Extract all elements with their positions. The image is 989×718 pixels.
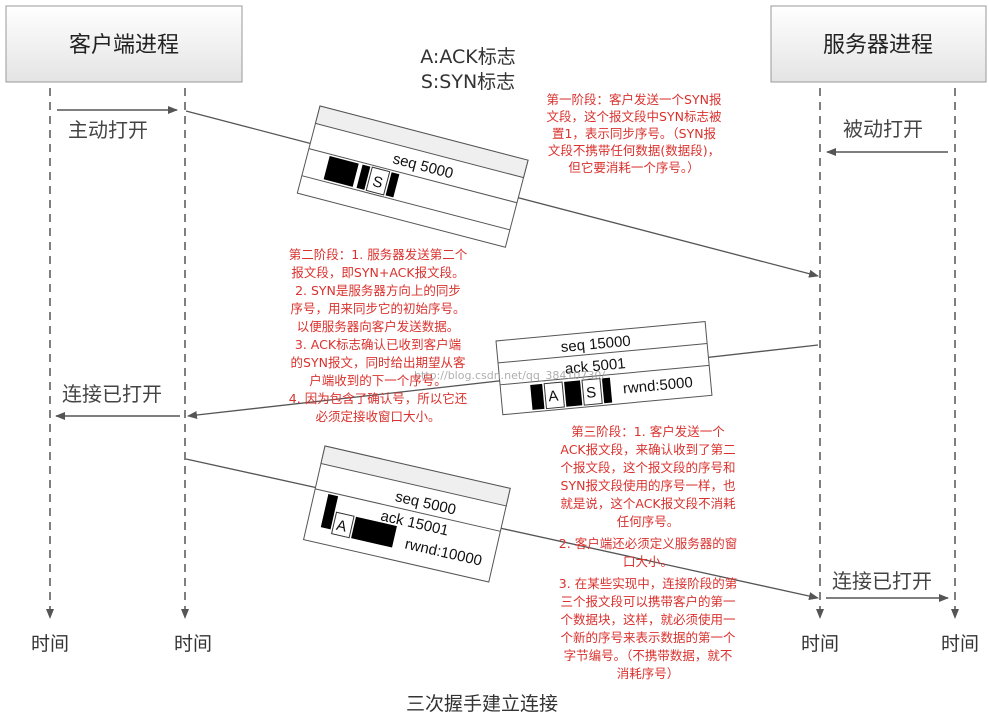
ack-flag-a: A: [335, 517, 349, 536]
svg-text:序号，用来同步它的初始序号。: 序号，用来同步它的初始序号。: [290, 301, 465, 316]
svg-text:消耗序号）: 消耗序号）: [617, 666, 680, 681]
client-process-label: 客户端进程: [69, 33, 179, 58]
svg-text:任何序号。: 任何序号。: [617, 514, 680, 529]
svg-text:第三阶段：1. 客户发送一个: 第三阶段：1. 客户发送一个: [571, 424, 725, 439]
svg-text:SYN报文段使用的序号一样，也: SYN报文段使用的序号一样，也: [561, 478, 736, 493]
timelines: [46, 88, 959, 619]
client-process-box: 客户端进程: [5, 5, 243, 83]
server-process-label: 服务器进程: [823, 33, 933, 58]
syn-ack-rwnd: rwnd:5000: [622, 374, 693, 397]
server-process-box: 服务器进程: [770, 5, 987, 83]
syn-ack-flag-a: A: [548, 388, 560, 406]
diagram-caption: 三次握手建立连接: [406, 693, 558, 715]
svg-text:必须定接收窗口大小。: 必须定接收窗口大小。: [315, 409, 440, 424]
svg-text:就是说，这个ACK报文段不消耗: 就是说，这个ACK报文段不消耗: [560, 496, 736, 511]
svg-text:3. ACK标志确认已收到客户端: 3. ACK标志确认已收到客户端: [295, 337, 461, 352]
ack-segment-arrow: [185, 458, 819, 600]
stage2-annotation: 第二阶段：1. 服务器发送第二个 报文段，即SYN+ACK报文段。 2. SYN…: [289, 247, 468, 424]
svg-text:的SYN报文，同时给出期望从客: 的SYN报文，同时给出期望从客: [291, 355, 466, 370]
svg-text:个新的序号来表示数据的第一个: 个新的序号来表示数据的第一个: [560, 630, 736, 645]
syn-ack-ack: ack 5001: [564, 355, 626, 378]
svg-text:口大小。: 口大小。: [623, 554, 673, 569]
svg-text:3. 在某些实现中，连接阶段的第: 3. 在某些实现中，连接阶段的第: [559, 576, 737, 591]
time-label-client-app: 时间: [31, 633, 69, 655]
svg-text:三个报文段可以携带客户的第一: 三个报文段可以携带客户的第一: [560, 594, 735, 609]
server-established-label: 连接已打开: [832, 569, 932, 593]
svg-text:户端收到的下一个序号。: 户端收到的下一个序号。: [309, 373, 447, 388]
svg-text:文段，这个报文段中SYN标志被: 文段，这个报文段中SYN标志被: [547, 109, 722, 124]
svg-text:2. 客户端还必须定义服务器的窗: 2. 客户端还必须定义服务器的窗: [559, 536, 737, 551]
active-open-label: 主动打开: [68, 118, 148, 142]
svg-text:第一阶段：客户发送一个SYN报: 第一阶段：客户发送一个SYN报: [547, 92, 722, 107]
svg-text:文段不携带任何数据(数据段)，: 文段不携带任何数据(数据段)，: [548, 143, 720, 158]
syn-flag-s: S: [371, 173, 385, 192]
legend-syn: S:SYN标志: [421, 71, 515, 93]
watermark: http://blog.csdn.net/qq_38410730/: [414, 369, 605, 382]
svg-text:以便服务器向客户发送数据。: 以便服务器向客户发送数据。: [297, 319, 460, 334]
svg-text:置1，表示同步序号。（SYN报: 置1，表示同步序号。（SYN报: [552, 126, 717, 141]
svg-text:ACK报文段，来确认收到了第二: ACK报文段，来确认收到了第二: [560, 442, 735, 457]
syn-ack-flag-s: S: [585, 384, 597, 402]
syn-ack-segment: seq 15000 ack 5001 A S rwnd:5000: [495, 321, 713, 416]
svg-text:2. SYN是服务器方向上的同步: 2. SYN是服务器方向上的同步: [295, 283, 461, 298]
svg-text:4. 因为包含了确认号，所以它还: 4. 因为包含了确认号，所以它还: [289, 391, 468, 406]
svg-text:第二阶段：1. 服务器发送第二个: 第二阶段：1. 服务器发送第二个: [289, 247, 468, 262]
legend-ack: A:ACK标志: [420, 46, 515, 68]
passive-open-label: 被动打开: [843, 117, 923, 141]
svg-text:但它要消耗一个序号。）: 但它要消耗一个序号。）: [568, 160, 699, 175]
time-label-client-tcp: 时间: [174, 633, 212, 655]
time-label-server-tcp: 时间: [801, 633, 839, 655]
stage3-annotation: 第三阶段：1. 客户发送一个 ACK报文段，来确认收到了第二 个报文段，这个报文…: [559, 424, 737, 681]
syn-segment: seq 5000 S: [296, 105, 529, 248]
stage1-annotation: 第一阶段：客户发送一个SYN报 文段，这个报文段中SYN标志被 置1，表示同步序…: [547, 92, 722, 175]
svg-text:报文段，即SYN+ACK报文段。: 报文段，即SYN+ACK报文段。: [291, 265, 464, 280]
svg-text:字节编号。（不携带数据，就不: 字节编号。（不携带数据，就不: [564, 648, 733, 663]
svg-text:个报文段，这个报文段的序号和: 个报文段，这个报文段的序号和: [560, 460, 735, 475]
client-established-label: 连接已打开: [62, 382, 162, 406]
time-label-server-app: 时间: [941, 633, 979, 655]
syn-ack-seq: seq 15000: [560, 333, 631, 356]
ack-segment: seq 5000 ack 15001 A rwnd:10000: [302, 445, 511, 583]
svg-text:个数据块，这样，就必须使用一: 个数据块，这样，就必须使用一: [560, 612, 735, 627]
